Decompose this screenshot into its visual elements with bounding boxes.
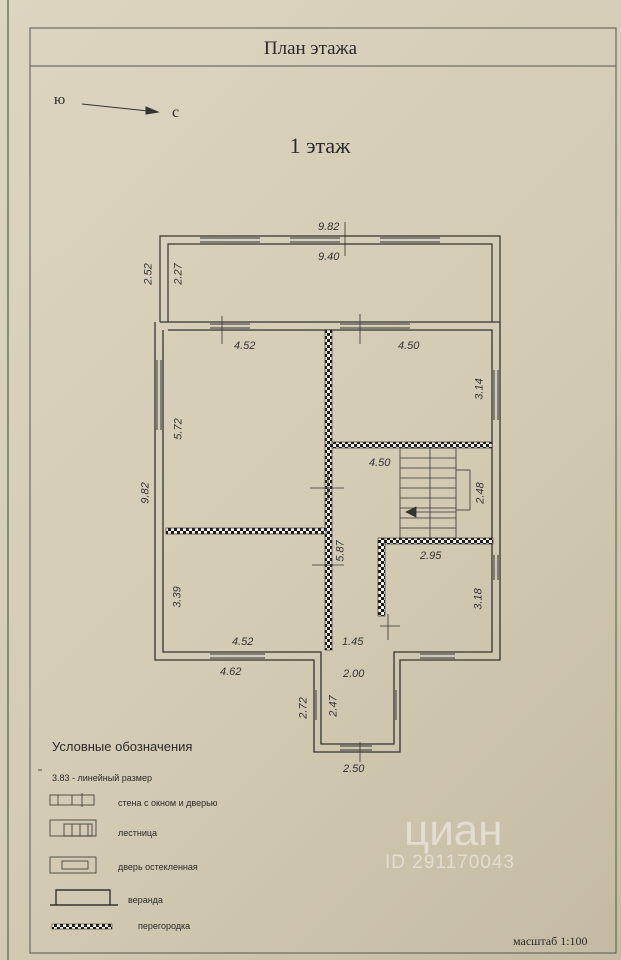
legend-item-stair: лестница	[118, 828, 158, 838]
veranda-windows	[200, 237, 440, 243]
legend-symbol-glazed-door	[49, 856, 97, 874]
dim-room-top-left-width: 4.52	[234, 340, 256, 352]
page-title: План этажа	[263, 38, 358, 59]
compass-arrow	[81, 103, 160, 115]
dim-porch-width-bottom: 2.50	[343, 763, 365, 775]
legend-item-veranda: веранда	[128, 895, 163, 905]
dim-room-left-height: 5.72	[172, 418, 185, 440]
dim-room-top-right-height: 3.14	[473, 378, 486, 400]
floor-label: 1 этаж	[289, 133, 351, 158]
legend-item-wall: стена с окном и дверью	[118, 798, 218, 808]
compass-north-label: с	[172, 104, 180, 121]
dim-left-outer: 9.82	[139, 482, 152, 504]
legend-symbol-veranda	[50, 889, 118, 906]
watermark-id: ID 291170043	[385, 852, 515, 873]
dim-veranda-inner: 2.27	[172, 263, 185, 285]
dim-bottom-left-outer: 4.62	[220, 666, 242, 678]
dim-porch-inner-height: 2.47	[327, 695, 340, 717]
sheet-border	[29, 27, 617, 954]
main-outer-walls	[154, 321, 501, 753]
staircase	[399, 447, 471, 539]
watermark-brand: циан	[404, 806, 503, 855]
dim-room-bottom-left-height: 3.39	[171, 586, 184, 608]
legend-item-glazed-door: дверь остекленная	[118, 862, 198, 872]
dim-stair-width: 4.50	[369, 457, 391, 469]
dim-veranda-outer: 2.52	[142, 263, 155, 285]
dim-room-bottom-left-width: 4.52	[232, 636, 254, 648]
dim-porch-width-top: 2.00	[343, 668, 365, 680]
legend-item-partition: перегородка	[138, 921, 191, 931]
legend-item-linear: 3.83 - линейный размер	[52, 773, 152, 783]
veranda-walls	[159, 235, 501, 322]
partitions	[165, 329, 494, 651]
dimension-ticks	[221, 222, 400, 762]
legend-symbol-stair	[49, 819, 97, 837]
legend-symbol-partition	[51, 923, 113, 930]
dim-room-top-right-width: 4.50	[398, 340, 420, 352]
legend-title: Условные обозначения	[52, 739, 193, 754]
dim-corridor-width: 1.45	[342, 636, 364, 648]
dim-room-bottom-right-height: 3.18	[472, 588, 485, 610]
compass-south-label: ю	[54, 92, 66, 108]
dim-corridor-length: 5.87	[334, 540, 347, 562]
dim-top-outer: 9.82	[318, 221, 340, 233]
scale-label: масштаб 1:100	[513, 934, 588, 948]
dim-porch-outer-height: 2.72	[297, 697, 310, 719]
legend-symbols	[38, 769, 118, 930]
main-windows	[156, 323, 499, 751]
dim-top-inner: 9.40	[318, 251, 340, 263]
legend-symbol-wall	[49, 793, 95, 807]
dim-stair-height: 2.48	[474, 482, 487, 504]
dim-room-bottom-right-width: 2.95	[420, 550, 442, 562]
